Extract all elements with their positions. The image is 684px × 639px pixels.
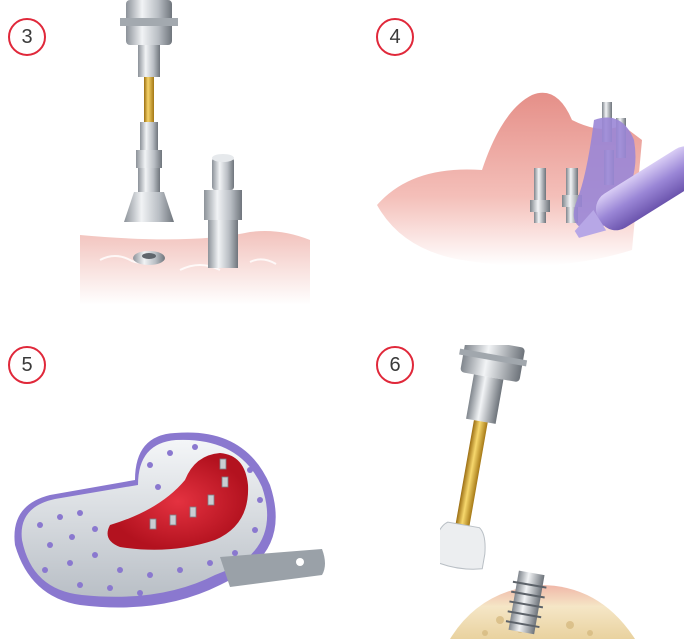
healing-cap [440, 520, 489, 572]
step-4-number: 4 [389, 26, 400, 49]
step-5-number: 5 [21, 354, 32, 377]
step-4-illustration [372, 80, 684, 285]
step-6-illustration [440, 345, 640, 639]
gold-shaft [456, 420, 488, 526]
step-3-number: 3 [21, 26, 32, 49]
impression-post [212, 158, 234, 190]
step-3-illustration [80, 0, 310, 305]
step-4-badge: 4 [376, 18, 414, 56]
step-6-number: 6 [389, 354, 400, 377]
step-5-illustration [10, 425, 335, 620]
step-3-badge: 3 [8, 18, 46, 56]
gold-shaft [144, 77, 154, 122]
jaw-bone [450, 585, 635, 639]
gum-tissue [80, 231, 310, 305]
step-6-badge: 6 [376, 346, 414, 384]
step-5-badge: 5 [8, 346, 46, 384]
